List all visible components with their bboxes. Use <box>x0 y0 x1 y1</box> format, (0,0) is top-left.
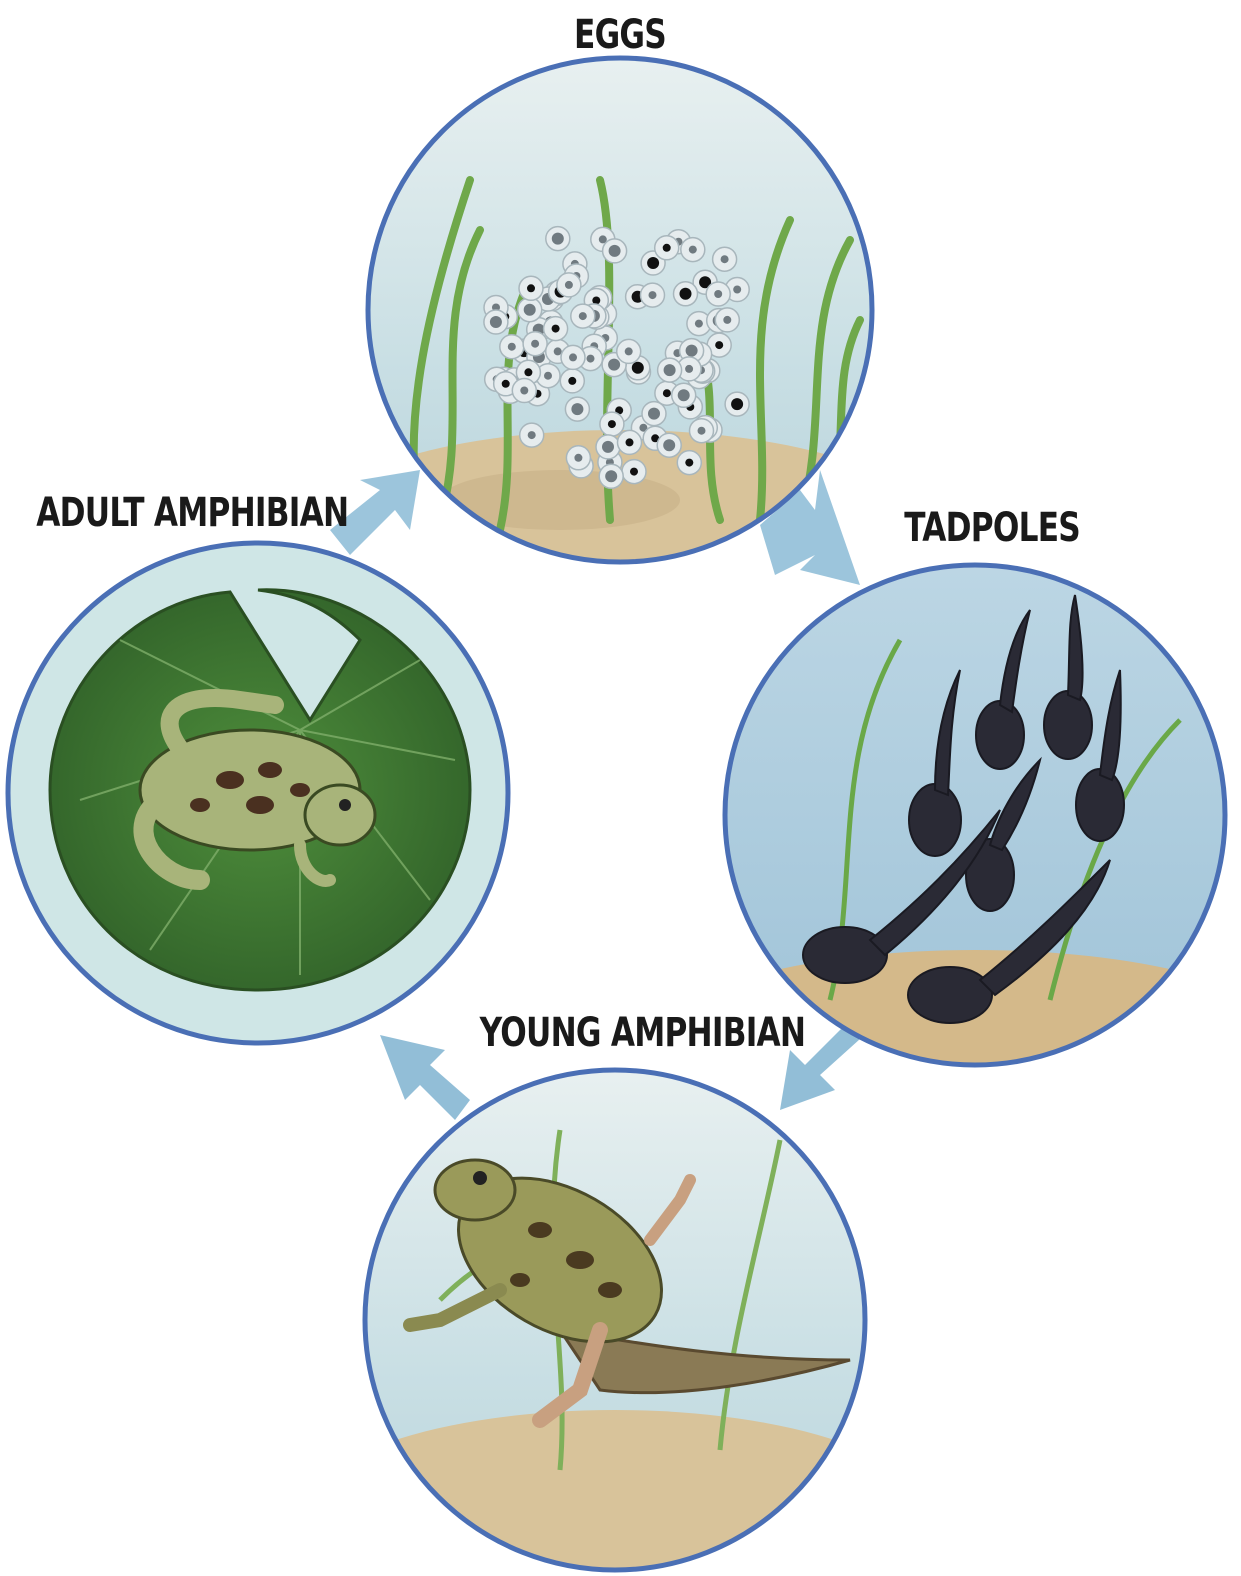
egg-embryo-icon <box>508 343 516 351</box>
egg-embryo-icon <box>723 316 731 324</box>
egg-embryo-icon <box>689 246 697 254</box>
egg-embryo-icon <box>685 459 693 467</box>
egg-embryo-icon <box>686 345 698 357</box>
egg-embryo-icon <box>490 316 502 328</box>
label-young-amphibian: YOUNG AMPHIBIAN <box>480 1010 761 1056</box>
egg-embryo-icon <box>524 304 536 316</box>
egg-embryo-icon <box>678 389 690 401</box>
egg-embryo-icon <box>531 340 539 348</box>
egg-embryo-icon <box>685 365 693 373</box>
egg-embryo-icon <box>609 245 621 257</box>
egg-embryo-icon <box>664 364 676 376</box>
egg-embryo-icon <box>648 408 660 420</box>
egg-embryo-icon <box>574 454 582 462</box>
egg-embryo-icon <box>520 387 528 395</box>
egg-embryo-icon <box>527 284 535 292</box>
egg-embryo-icon <box>608 359 620 371</box>
label-tadpoles: TADPOLES <box>904 505 1076 551</box>
egg-embryo-icon <box>565 281 573 289</box>
egg-embryo-icon <box>552 233 564 245</box>
egg-embryo-icon <box>733 286 741 294</box>
egg-embryo-icon <box>663 244 671 252</box>
label-eggs: EGGS <box>542 12 698 58</box>
egg-embryo-icon <box>630 468 638 476</box>
egg-embryo-icon <box>698 427 706 435</box>
egg-embryo-icon <box>502 380 510 388</box>
egg-embryo-icon <box>663 439 675 451</box>
egg-embryo-icon <box>544 372 552 380</box>
egg-embryo-icon <box>731 398 743 410</box>
egg-embryo-icon <box>608 420 616 428</box>
egg-embryo-icon <box>626 438 634 446</box>
egg-embryo-icon <box>568 377 576 385</box>
egg-embryo-icon <box>663 389 671 397</box>
egg-embryo-icon <box>528 431 536 439</box>
adult-amphibian-circle <box>8 543 508 1043</box>
egg-embryo-icon <box>649 291 657 299</box>
egg-embryo-icon <box>571 403 583 415</box>
egg-embryo-icon <box>569 353 577 361</box>
egg-embryo-icon <box>647 257 659 269</box>
egg-embryo-icon <box>579 312 587 320</box>
egg-embryo-icon <box>605 470 617 482</box>
egg-embryo-icon <box>714 290 722 298</box>
egg-embryo-icon <box>625 347 633 355</box>
egg-embryo-icon <box>524 368 532 376</box>
egg-embryo-icon <box>602 441 614 453</box>
egg-embryo-icon <box>632 362 644 374</box>
arrow-young-to-adult <box>380 1035 470 1120</box>
egg-embryo-icon <box>721 255 729 263</box>
egg-embryo-icon <box>715 341 723 349</box>
egg-embryo-icon <box>695 320 703 328</box>
egg-embryo-icon <box>587 355 595 363</box>
egg-embryo-icon <box>552 325 560 333</box>
young-amphibian-circle <box>295 1070 935 1576</box>
egg-embryo-icon <box>680 288 692 300</box>
egg-embryo-icon <box>554 347 562 355</box>
label-adult-amphibian: ADULT AMPHIBIAN <box>36 490 293 536</box>
